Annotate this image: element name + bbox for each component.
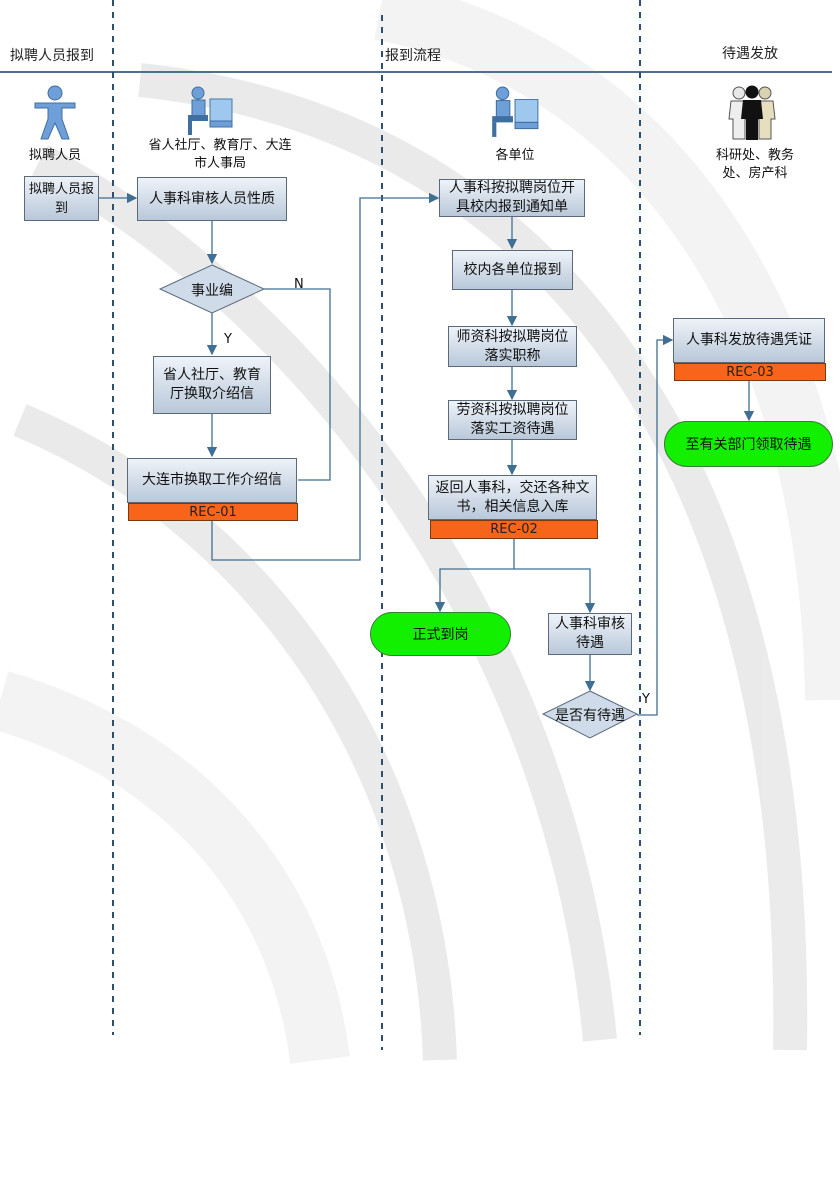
node-return-docs[interactable]: 返回人事科，交还各种文书，相关信息入库: [428, 475, 597, 520]
edge-label-n: N: [294, 277, 304, 292]
node-salary-assign[interactable]: 劳资科按拟聘岗位落实工资待遇: [448, 400, 577, 440]
edge-label-y: Y: [224, 332, 232, 347]
node-title-assign[interactable]: 师资科按拟聘岗位落实职称: [448, 326, 577, 367]
node-notice[interactable]: 人事科按拟聘岗位开具校内报到通知单: [439, 179, 585, 217]
node-dalian-letter[interactable]: 大连市换取工作介绍信: [127, 458, 297, 503]
lane-label-province-line2: 市人事局: [193, 156, 246, 171]
node-unit-report[interactable]: 校内各单位报到: [452, 250, 573, 290]
node-report[interactable]: 拟聘人员报到: [24, 176, 99, 221]
background-swirl: [13, 63, 808, 1061]
lane-label-province: 省人社厅、教育厅、大连 市人事局: [130, 137, 310, 173]
node-review-treatment[interactable]: 人事科审核待遇: [548, 613, 632, 655]
group-people-icon: [728, 85, 776, 140]
decision-type-label[interactable]: 事业编: [191, 283, 233, 299]
lane-dividers: [112, 0, 641, 1050]
lane-label-province-line1: 省人社厅、教育厅、大连: [148, 138, 292, 153]
lane-label-depts-line2: 处、房产科: [722, 166, 788, 181]
edge-label-y-treatment: Y: [642, 692, 650, 707]
terminal-formal[interactable]: 正式到岗: [370, 612, 511, 656]
header-report-process: 报到流程: [385, 48, 441, 64]
lane-label-units: 各单位: [495, 148, 535, 163]
node-review-nature[interactable]: 人事科审核人员性质: [137, 177, 287, 221]
header-candidate-report: 拟聘人员报到: [10, 48, 94, 64]
lane-label-person: 拟聘人员: [28, 148, 81, 163]
decision-treatment-label[interactable]: 是否有待遇: [555, 708, 625, 724]
node-issue-voucher[interactable]: 人事科发放待遇凭证: [673, 318, 825, 363]
office-worker-icon: [188, 86, 233, 135]
rec-01-badge: REC-01: [128, 503, 298, 521]
lane-label-depts-line1: 科研处、教务: [715, 148, 794, 163]
office-worker-icon: [492, 86, 539, 137]
person-icon: [34, 85, 76, 140]
decision-diamond-treatment: [541, 690, 639, 739]
terminal-collect[interactable]: 至有关部门领取待遇: [664, 421, 833, 467]
lane-label-depts: 科研处、教务 处、房产科: [700, 147, 810, 183]
header-treatment: 待遇发放: [722, 46, 778, 62]
rec-03-badge: REC-03: [674, 363, 826, 381]
node-exchange-letter[interactable]: 省人社厅、教育厅换取介绍信: [153, 356, 271, 414]
connectors: [99, 192, 755, 716]
decision-diamond-type: [158, 264, 266, 314]
rec-02-badge: REC-02: [430, 520, 598, 539]
